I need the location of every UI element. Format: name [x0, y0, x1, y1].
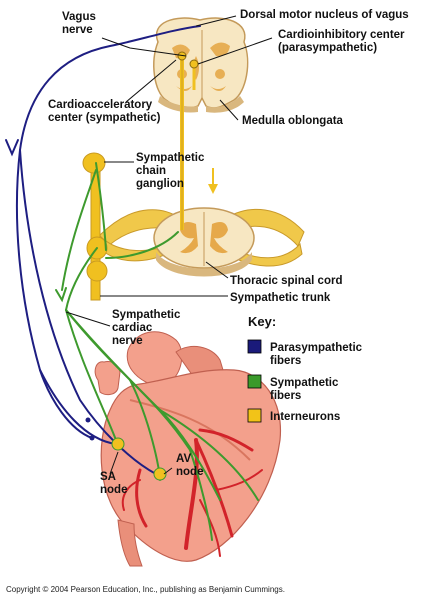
thoracic-spinal-cord — [95, 207, 305, 277]
av-node-label: AV node — [176, 453, 203, 478]
legend-swatch-interneurons — [247, 408, 262, 423]
thoracic-spinal-cord-label: Thoracic spinal cord — [230, 275, 342, 287]
copyright-notice: Copyright © 2004 Pearson Education, Inc.… — [6, 585, 285, 594]
legend-label-sympathetic: Sympathetic fibers — [270, 377, 342, 402]
legend: Key: Parasympathetic fibers Sympathetic … — [247, 314, 365, 423]
legend-label-interneurons: Interneurons — [270, 411, 340, 423]
sa-node — [111, 437, 125, 451]
legend-label-parasympathetic: Parasympathetic fibers — [270, 342, 365, 367]
sympathetic-cardiac-nerve-label: Sympathetic cardiac nerve — [112, 309, 184, 347]
cardioinhibitory-center-label: Cardioinhibitory center (parasympathetic… — [278, 29, 408, 54]
parasympathetic-fibers — [5, 25, 201, 475]
legend-swatch-sympathetic — [247, 374, 262, 389]
av-node — [153, 467, 167, 481]
leader-lines — [65, 15, 273, 475]
legend-title: Key: — [248, 314, 276, 329]
coronary-arteries — [121, 428, 263, 557]
sa-node-label: SA node — [100, 471, 127, 496]
medulla-oblongata-label: Medulla oblongata — [242, 115, 344, 127]
interneuron-pathway — [177, 51, 218, 230]
dorsal-motor-nucleus-label: Dorsal motor nucleus of vagus — [240, 9, 409, 21]
cardioacceleratory-center-label: Cardioacceleratory center (sympathetic) — [48, 99, 161, 124]
sympathetic-chain-ganglion-label: Sympathetic chain ganglion — [136, 152, 208, 190]
sympathetic-trunk-label: Sympathetic trunk — [230, 292, 331, 304]
sympathetic-fibers — [55, 162, 259, 541]
legend-swatch-parasympathetic — [247, 339, 262, 354]
vagus-nerve-label: Vagus nerve — [62, 11, 99, 36]
